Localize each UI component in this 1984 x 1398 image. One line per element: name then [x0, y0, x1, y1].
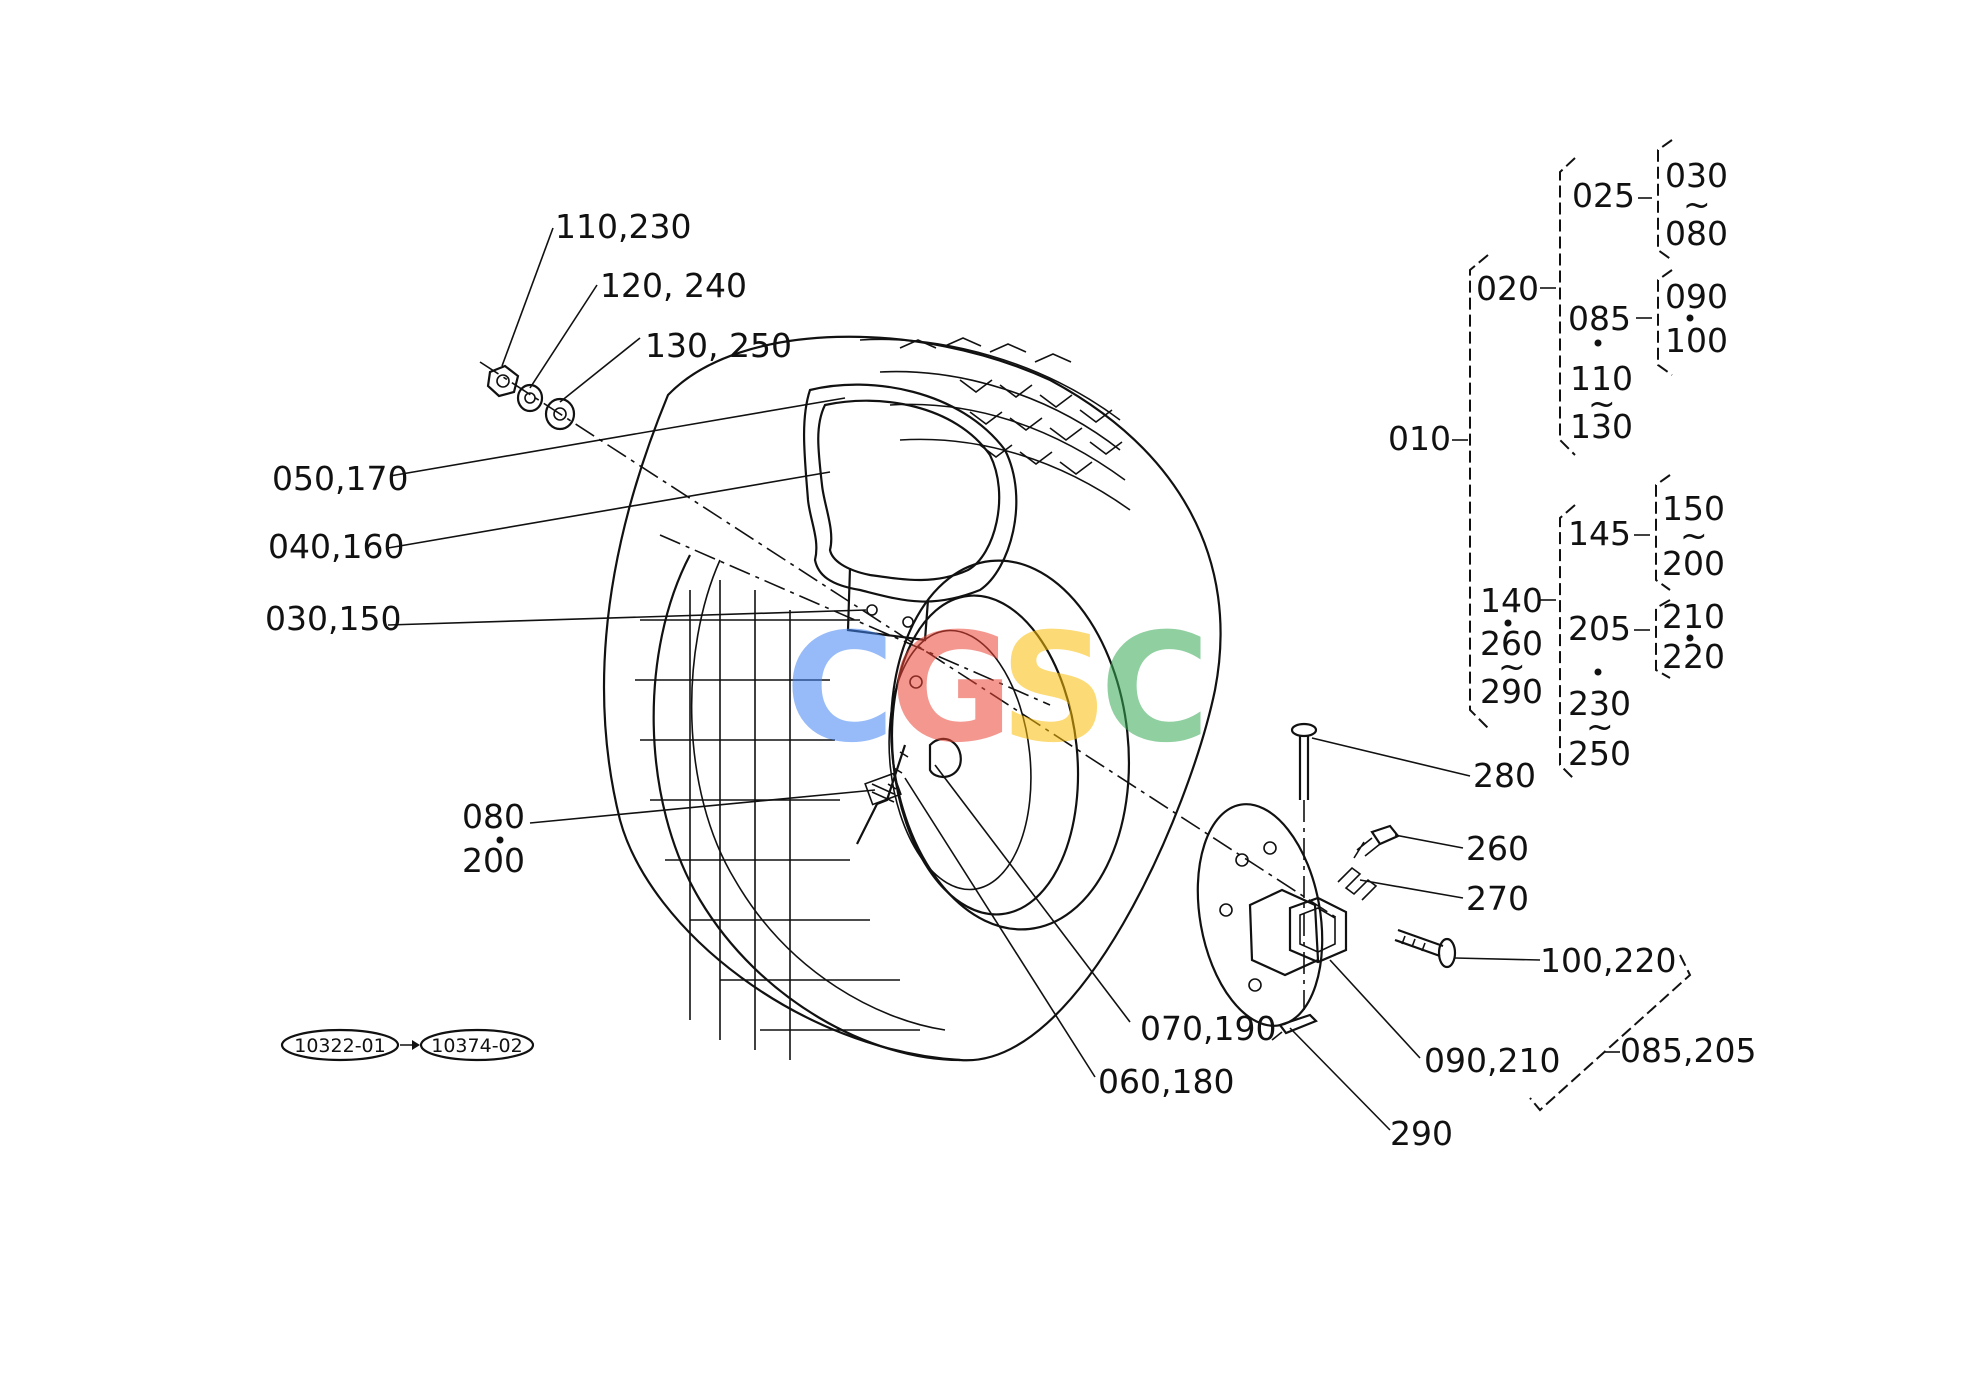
tree-085: 085: [1568, 299, 1631, 338]
callout-270: 270: [1466, 879, 1529, 918]
reference-tags: 10322-01 10374-02: [280, 1028, 535, 1062]
tree-205: 205: [1568, 609, 1631, 648]
callout-080-200-dot: [496, 836, 504, 844]
callout-120-240: 120, 240: [600, 266, 747, 305]
callout-090-210: 090,210: [1424, 1041, 1560, 1080]
tree-025-tilde: ~: [1683, 185, 1711, 224]
ref-arrowhead: [412, 1040, 420, 1050]
callout-200: 200: [462, 841, 525, 880]
tree-110: 110: [1570, 359, 1633, 398]
tire-assembly: [602, 335, 1222, 1062]
watermark-letter-s: S: [1000, 602, 1108, 776]
callout-130-250: 130, 250: [645, 326, 792, 365]
tree-085-dot: [1594, 339, 1602, 347]
ref-tag-2: [419, 1028, 535, 1062]
callout-080: 080: [462, 797, 525, 836]
callout-260: 260: [1466, 829, 1529, 868]
tube-and-flap: [802, 383, 1018, 642]
tree-025: 025: [1572, 176, 1635, 215]
tree-145: 145: [1568, 514, 1631, 553]
tree-010: 010: [1388, 419, 1451, 458]
watermark-letter-g: G: [890, 602, 1013, 776]
callout-290: 290: [1390, 1114, 1453, 1153]
watermark-letter-c1: C: [785, 602, 895, 776]
tree-200: 200: [1662, 544, 1725, 583]
ref-tag-1-text: 10322-01: [294, 1035, 385, 1057]
tree-100: 100: [1665, 321, 1728, 360]
callout-085-205: 085,205: [1620, 1031, 1756, 1070]
tree-260-tilde: ~: [1498, 647, 1526, 686]
tree-130: 130: [1570, 407, 1633, 446]
tree-090: 090: [1665, 277, 1728, 316]
part-structure-tree: 010 020 025 030 ~ 080 085 090 100 110 ~ …: [1388, 139, 1728, 781]
tree-230: 230: [1568, 684, 1631, 723]
tree-140: 140: [1480, 581, 1543, 620]
tree-145-tilde: ~: [1680, 516, 1708, 555]
tree-110-tilde: ~: [1588, 384, 1616, 423]
tree-205-dot: [1594, 668, 1602, 676]
tree-210: 210: [1662, 597, 1725, 636]
ref-tag-1: [280, 1028, 400, 1062]
callout-100-220: 100,220: [1540, 941, 1676, 980]
watermark-cgsc: C G S C: [785, 602, 1210, 776]
callout-030-150: 030,150: [265, 599, 401, 638]
tree-220: 220: [1662, 637, 1725, 676]
callout-labels: 110,230 120, 240 130, 250 050,170 040,16…: [265, 207, 1756, 1153]
callout-050-170: 050,170: [272, 459, 408, 498]
tree-080: 080: [1665, 214, 1728, 253]
tree-260: 260: [1480, 624, 1543, 663]
tree-290: 290: [1480, 672, 1543, 711]
tree-030: 030: [1665, 156, 1728, 195]
callout-110-230: 110,230: [555, 207, 691, 246]
callout-060-180: 060,180: [1098, 1062, 1234, 1101]
callout-280: 280: [1473, 756, 1536, 795]
leader-lines: [387, 227, 1541, 1131]
watermark-letter-c2: C: [1100, 602, 1210, 776]
tree-250: 250: [1568, 734, 1631, 773]
callout-070-190: 070,190: [1140, 1009, 1276, 1048]
callout-040-160: 040,160: [268, 527, 404, 566]
bracket-085-205: [1529, 954, 1692, 1112]
tree-090-dot: [1686, 314, 1694, 322]
tree-140-dot: [1504, 619, 1512, 627]
assembly-centerlines: [479, 361, 1341, 1010]
ref-tag-2-text: 10374-02: [431, 1035, 522, 1057]
tree-230-tilde: ~: [1586, 707, 1614, 746]
tree-210-dot: [1686, 634, 1694, 642]
tree-020: 020: [1476, 269, 1539, 308]
tree-150: 150: [1662, 489, 1725, 528]
